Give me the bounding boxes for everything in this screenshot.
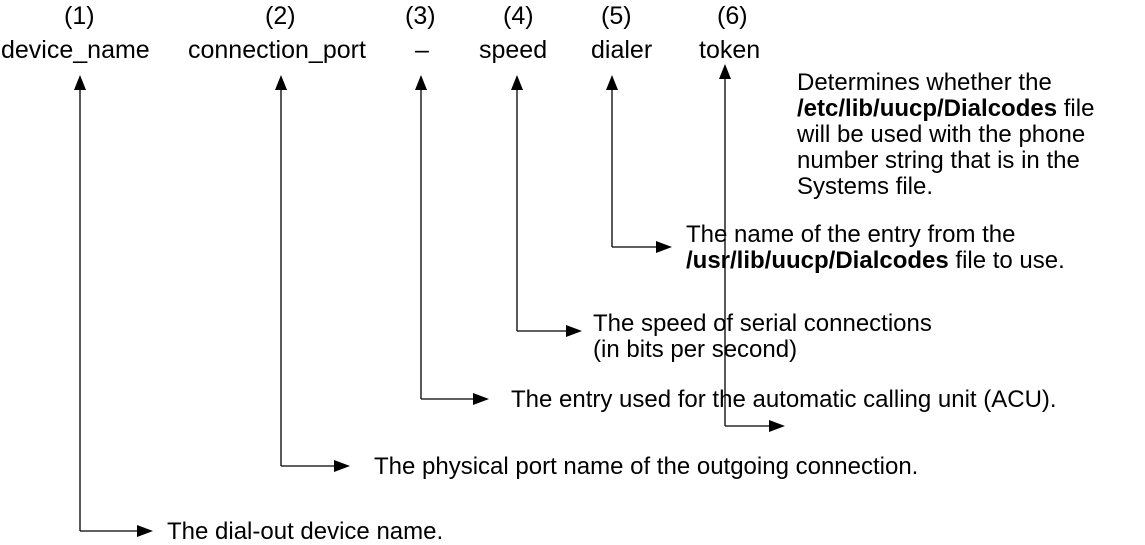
description-acu-line-1: The entry used for the automatic calling…	[511, 386, 1057, 413]
description-speed: The speed of serial connections (in bits…	[593, 311, 932, 363]
arrowhead-right-speed	[566, 325, 582, 337]
arrowhead-up-acu	[415, 75, 427, 90]
description-device-name-line-1: The dial-out device name.	[167, 518, 444, 545]
description-token-line-3: will be used with the phone	[797, 121, 1086, 148]
description-dialer-line-1: The name of the entry from the	[686, 221, 1016, 248]
field-name-connection-port: connection_port	[188, 36, 366, 64]
description-token-line-2: /etc/lib/uucp/Dialcodes file	[797, 96, 1094, 122]
arrowhead-right-token	[769, 420, 785, 432]
arrowhead-right-dialer	[656, 241, 672, 253]
arrowhead-up-port	[275, 75, 287, 90]
field-name-token: token	[699, 36, 761, 64]
description-device-name: The dial-out device name.	[167, 519, 443, 545]
field-number-2: (2)	[265, 2, 296, 30]
description-token-line-5: Systems file.	[797, 173, 934, 200]
description-acu: The entry used for the automatic calling…	[511, 387, 1057, 413]
description-token-path: /etc/lib/uucp/Dialcodes	[797, 95, 1058, 122]
description-token-line-4: number string that is in the	[797, 147, 1080, 174]
description-token-line-1: Determines whether the	[797, 69, 1052, 96]
field-number-3: (3)	[405, 2, 436, 30]
arrowhead-right-acu	[473, 393, 489, 405]
description-speed-line-2: (in bits per second)	[593, 336, 798, 363]
field-name-dialer: dialer	[591, 36, 653, 64]
description-dialer-after-path: file to use.	[948, 247, 1065, 274]
arrowhead-up-dialer	[606, 75, 618, 90]
field-number-6: (6)	[717, 2, 748, 30]
field-number-5: (5)	[601, 2, 632, 30]
field-name-speed: speed	[479, 36, 548, 64]
description-dialer: The name of the entry from the /usr/lib/…	[686, 222, 1065, 274]
description-dialer-path: /usr/lib/uucp/Dialcodes	[686, 247, 949, 274]
field-name-acu: –	[415, 36, 429, 64]
description-dialer-line-2: /usr/lib/uucp/Dialcodes file to use.	[686, 248, 1065, 274]
arrowhead-right-device	[137, 525, 153, 537]
description-speed-line-1: The speed of serial connections	[593, 310, 932, 337]
description-token-after-path: file	[1057, 95, 1095, 122]
field-number-1: (1)	[64, 2, 95, 30]
description-token: Determines whether the /etc/lib/uucp/Dia…	[797, 70, 1094, 200]
arrowhead-up-speed	[511, 75, 523, 90]
arrowhead-up-token	[719, 64, 731, 79]
description-connection-port-line-1: The physical port name of the outgoing c…	[374, 453, 919, 480]
arrowhead-up-device	[74, 75, 86, 90]
field-number-4: (4)	[503, 2, 534, 30]
field-name-device-name: device_name	[1, 36, 150, 64]
arrowhead-right-port	[334, 460, 350, 472]
description-connection-port: The physical port name of the outgoing c…	[374, 454, 918, 480]
